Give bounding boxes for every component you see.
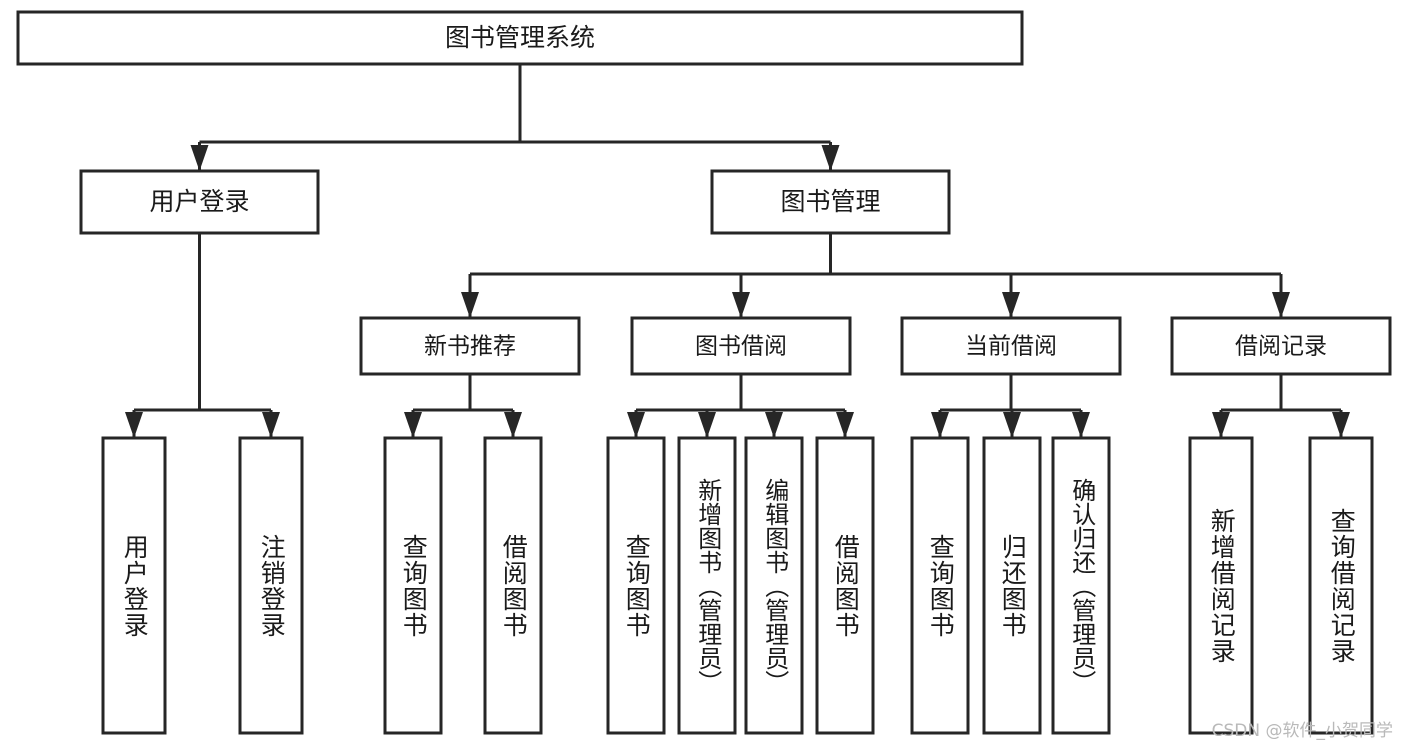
node-label-borrow-record: 借阅记录 xyxy=(1235,334,1327,360)
book-manage-to-level3-arrowhead-0 xyxy=(461,292,479,318)
book-borrow-to-leaves-arrowhead-2 xyxy=(765,412,783,438)
current-borrow-to-leaves-arrowhead-0 xyxy=(931,412,949,438)
current-borrow-to-leaves-arrowhead-1 xyxy=(1003,412,1021,438)
book-borrow-to-leaves-arrowhead-0 xyxy=(627,412,645,438)
node-box-leaf-cur-confirm-return[interactable] xyxy=(1051,436,1111,735)
new-book-rec-to-leaves-arrowhead-0 xyxy=(404,412,422,438)
book-manage-to-level3-arrowhead-2 xyxy=(1002,292,1020,318)
user-login-to-leaves-arrowhead-0 xyxy=(125,412,143,438)
borrow-record-to-leaves-arrowhead-1 xyxy=(1332,412,1350,438)
node-box-borrow-record[interactable] xyxy=(1170,316,1392,376)
node-label-book-manage: 图书管理 xyxy=(780,187,880,216)
node-box-leaf-borrow-add-book[interactable] xyxy=(677,436,737,735)
node-box-leaf-user-logout[interactable] xyxy=(238,436,304,735)
node-label-book-borrow: 图书借阅 xyxy=(695,334,787,360)
node-box-new-book-rec[interactable] xyxy=(359,316,581,376)
node-box-book-borrow[interactable] xyxy=(630,316,852,376)
node-label-user-login: 用户登录 xyxy=(149,187,249,216)
root-to-level2-arrowhead-1 xyxy=(821,145,840,171)
node-box-leaf-rec-add-record[interactable] xyxy=(1188,436,1254,735)
boxes-layer xyxy=(16,10,1392,735)
current-borrow-to-leaves-arrowhead-2 xyxy=(1072,412,1090,438)
node-label-current-borrow: 当前借阅 xyxy=(965,334,1057,360)
new-book-rec-to-leaves-arrowhead-1 xyxy=(504,412,522,438)
book-borrow-to-leaves-arrowhead-3 xyxy=(836,412,854,438)
node-box-leaf-user-login[interactable] xyxy=(101,436,167,735)
book-manage-to-level3-arrowhead-3 xyxy=(1272,292,1290,318)
node-box-leaf-borrow-query-book[interactable] xyxy=(606,436,666,735)
node-box-leaf-rec-query-record[interactable] xyxy=(1308,436,1374,735)
node-box-current-borrow[interactable] xyxy=(900,316,1122,376)
node-box-leaf-borrow-edit-book[interactable] xyxy=(744,436,804,735)
connectors-layer xyxy=(125,64,1350,438)
node-box-leaf-borrow-borrow-book[interactable] xyxy=(815,436,875,735)
node-box-user-login[interactable] xyxy=(79,169,320,235)
node-box-leaf-rec-query-book[interactable] xyxy=(383,436,443,735)
node-box-root[interactable] xyxy=(16,10,1024,66)
node-box-leaf-rec-borrow-book[interactable] xyxy=(483,436,543,735)
node-box-book-manage[interactable] xyxy=(710,169,951,235)
node-label-root: 图书管理系统 xyxy=(445,23,595,52)
borrow-record-to-leaves-arrowhead-0 xyxy=(1212,412,1230,438)
user-login-to-leaves-arrowhead-1 xyxy=(262,412,280,438)
book-manage-to-level3-arrowhead-1 xyxy=(732,292,750,318)
node-box-leaf-cur-return-book[interactable] xyxy=(982,436,1042,735)
root-to-level2-arrowhead-0 xyxy=(190,145,209,171)
book-borrow-to-leaves-arrowhead-1 xyxy=(698,412,716,438)
node-label-new-book-rec: 新书推荐 xyxy=(424,334,516,360)
node-box-leaf-cur-query-book[interactable] xyxy=(910,436,970,735)
